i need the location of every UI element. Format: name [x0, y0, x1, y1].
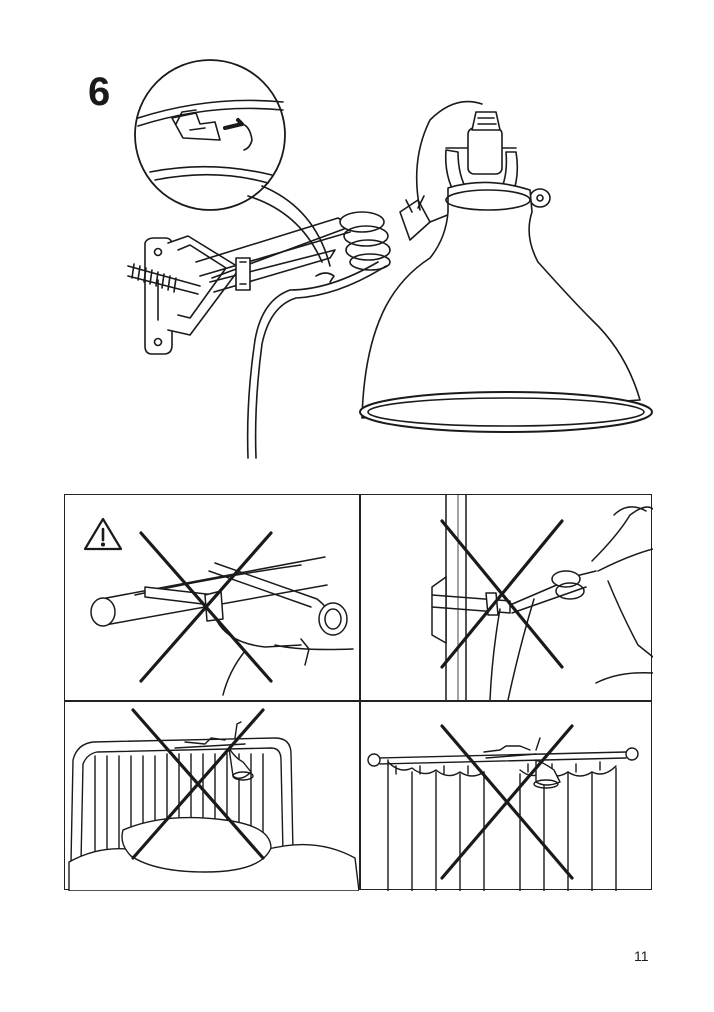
warning-triangle-icon [83, 517, 123, 551]
panel-clamp-on-bed-headboard [65, 702, 359, 891]
page-number: 11 [634, 948, 649, 964]
crossed-out-mark [440, 519, 564, 669]
grid-divider-horizontal [65, 700, 651, 702]
grid-divider-vertical [359, 495, 361, 889]
step-number: 6 [88, 70, 111, 114]
prohibited-use-grid [64, 494, 653, 891]
panel-clamp-on-curtain-rod [360, 702, 653, 891]
crossed-out-mark [440, 724, 574, 880]
crossed-out-mark [131, 708, 265, 860]
wall-mounted-clamp-lamp-illustration [127, 59, 653, 459]
cable-clip-detail-magnifier [134, 59, 331, 267]
crossed-out-mark [139, 531, 273, 683]
panel-clamp-on-round-rail [65, 495, 359, 700]
panel-clamp-on-vertical-post [360, 495, 653, 700]
